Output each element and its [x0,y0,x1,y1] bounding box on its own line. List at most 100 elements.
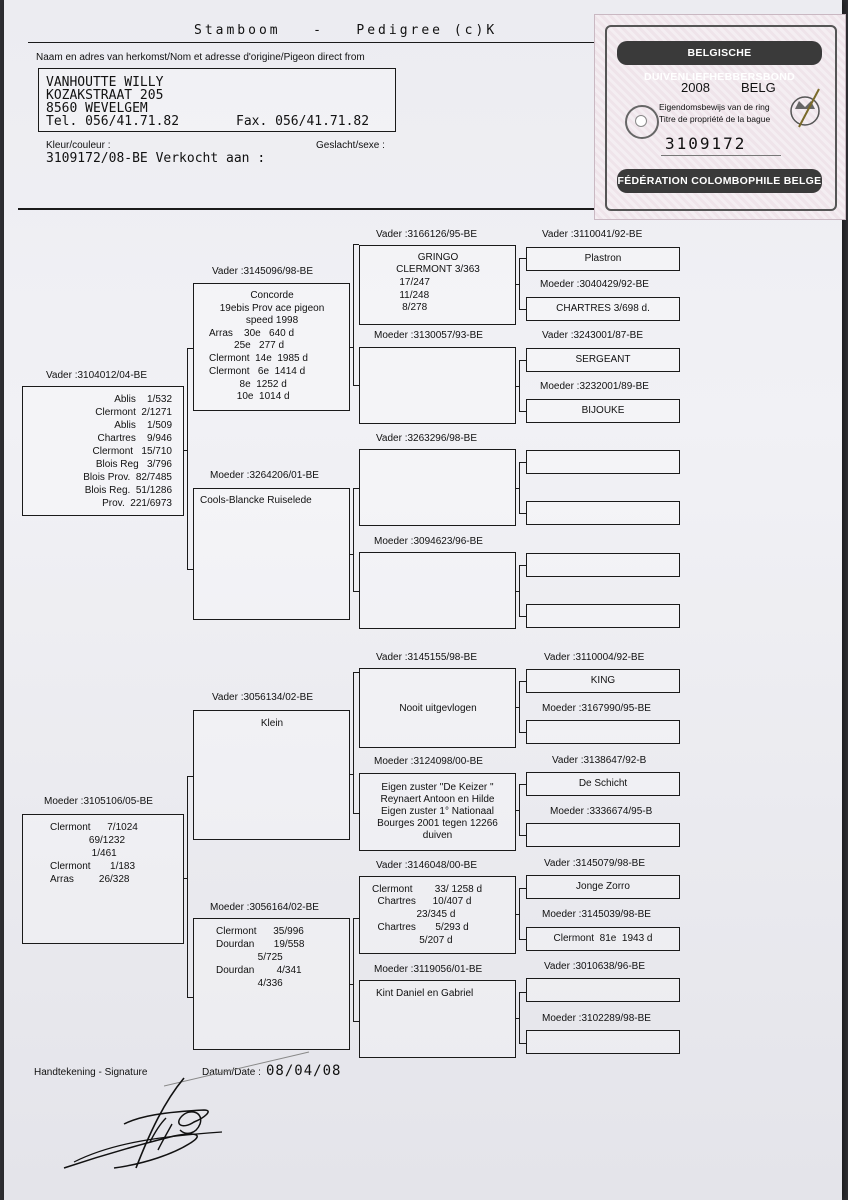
connector-line [353,591,359,593]
sire-sire-label: Vader :3145096/98-BE [212,266,314,277]
gen3-label: Moeder :3124098/00-BE [374,756,483,767]
gen3-label: Moeder :3119056/01-BE [374,964,483,975]
sire-sire-line: 25e 277 d [209,340,285,351]
connector-line [187,348,193,350]
owner-tel: Tel. 056/41.71.82 [46,114,180,129]
ring-number-underline [661,155,781,156]
connector-line [516,488,520,490]
pedigree-sheet: Stamboom - Pedigree (c)K Naam en adres v… [4,0,846,1200]
gen4-box [526,927,680,951]
owner-fax: Fax. 056/41.71.82 [236,114,370,129]
sire-label: Vader :3104012/04-BE [46,370,148,381]
gen3-box [359,668,516,748]
connector-line [350,774,354,776]
gen4-label: Moeder :3102289/98-BE [542,1013,651,1024]
dam-dam-line: Clermont 35/996 [216,926,304,937]
connector-line [519,784,521,836]
gen4-label: Vader :3138647/92-B [552,755,647,766]
gen3-line: Reynaert Antoon en Hilde [380,794,495,805]
connector-line [184,450,188,452]
origin-label: Naam en adres van herkomst/Nom et adress… [36,52,365,63]
sire-result: Clermont 15/710 [92,446,173,457]
gen3-box [359,347,516,424]
punch-hole [635,115,647,127]
ring-ownership-certificate: BELGISCHE DUIVENLIEFHEBBERSBOND 2008 BEL… [594,14,846,220]
connector-line [519,888,521,940]
gen4-text: De Schicht [578,778,628,789]
dam-result: Clermont 7/1024 [50,822,138,833]
sire-sire-box [193,283,350,411]
connector-line [350,347,354,349]
gen3-box [359,245,516,325]
owner-city: 8560 WEVELGEM [46,101,148,116]
gen4-box [526,348,680,372]
connector-line [353,1021,359,1023]
connector-line [353,488,355,592]
sire-sire-line: Arras 30e 640 d [209,328,295,339]
connector-line [516,1018,520,1020]
sire-sire-line: Clermont 6e 1414 d [209,366,306,377]
connector-line [519,732,526,734]
date-label: Datum/Date : [202,1067,261,1078]
gen3-line: CLERMONT 3/363 [396,264,480,275]
connector-line [519,992,521,1044]
gen4-label: Moeder :3167990/95-BE [542,703,651,714]
gen4-label: Vader :3110041/92-BE [542,229,643,240]
connector-line [516,284,520,286]
connector-line [519,360,526,362]
connector-line [353,918,359,920]
connector-line [350,984,354,986]
gen3-line: 11/248 [366,290,430,301]
sire-dam-box [193,488,350,620]
gen3-label: Vader :3263296/98-BE [376,433,478,444]
dam-sire-label: Vader :3056134/02-BE [212,692,314,703]
sire-result: Blois Prov. 82/7485 [83,472,172,483]
connector-line [519,360,521,412]
connector-line [353,672,355,814]
sire-result: Ablis 1/532 [114,394,172,405]
connector-line [519,411,526,413]
dam-dam-label: Moeder :3056164/02-BE [210,902,319,913]
connector-line [519,309,526,311]
gen3-label: Vader :3166126/95-BE [376,229,478,240]
gen3-box [359,876,516,954]
sex-label: Geslacht/sexe : [316,140,385,151]
connector-line [187,997,193,999]
certificate-top-band: BELGISCHE DUIVENLIEFHEBBERSBOND [617,41,822,83]
gen4-box [526,720,680,744]
gen3-line: Bourges 2001 tegen 12266 [377,818,498,829]
certificate-ring-number: 3109172 [665,134,747,153]
gen3-line: Eigen zuster 1° Nationaal [381,806,494,817]
gen4-box [526,669,680,693]
connector-line [519,681,521,733]
color-label: Kleur/couleur : [46,140,111,151]
connector-line [519,992,526,994]
owner-address-box [38,68,396,132]
connector-line [519,258,526,260]
connector-line [187,348,189,570]
gen4-label: Moeder :3145039/98-BE [542,909,651,920]
connector-line [519,681,526,683]
dam-dam-box [193,918,350,1050]
connector-line [350,554,354,556]
gen3-line: Chartres 10/407 d [372,896,472,907]
connector-line [516,707,520,709]
owner-name: VANHOUTTE WILLY [46,75,164,90]
gen3-box [359,552,516,629]
gen4-box [526,772,680,796]
connector-line [519,784,526,786]
gen4-box [526,450,680,474]
dam-dam-line: Dourdan 4/341 [216,965,302,976]
gen4-label: Vader :3145079/98-BE [544,858,646,869]
connector-line [516,591,520,593]
gen4-box [526,297,680,321]
sire-sire-line: speed 1998 [245,315,299,326]
gen4-label: Moeder :3232001/89-BE [540,381,649,392]
connector-line [519,462,521,514]
gen3-line: GRINGO [417,252,459,263]
connector-line [519,835,526,837]
gen3-line: 23/345 d [372,909,456,920]
gen3-label: Vader :3146048/00-BE [376,860,478,871]
gen4-label: Moeder :3336674/95-B [550,806,653,817]
dam-dam-line: 5/725 [216,952,283,963]
